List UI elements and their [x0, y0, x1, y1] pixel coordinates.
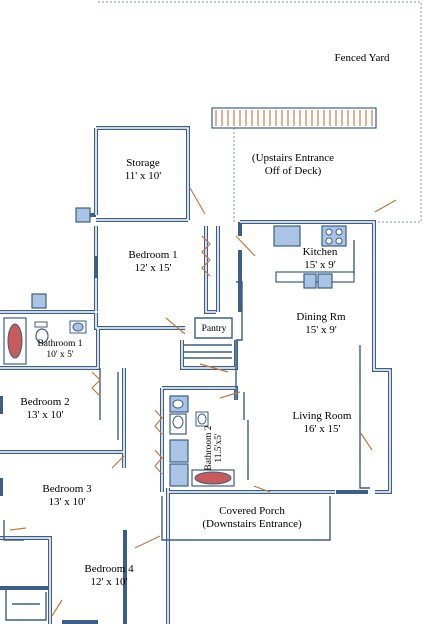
- bedroom-2-label: Bedroom 2 13' x 10': [8, 396, 82, 421]
- storage-label: Storage 11' x 10': [108, 157, 178, 182]
- bedroom-3-label: Bedroom 3 13' x 10': [30, 483, 104, 508]
- bedroom-1-size: 12' x 15': [134, 261, 172, 274]
- bedroom-2-size: 13' x 10': [26, 408, 64, 421]
- bathroom-2-size: 11.5'x5': [214, 433, 225, 463]
- bathroom-1-size: 10' x 5': [46, 349, 74, 360]
- covered-porch-label: Covered Porch (Downstairs Entrance): [190, 505, 314, 530]
- upstairs-entrance-line-1: (Upstairs Entrance: [251, 152, 335, 164]
- bedroom-2-name: Bedroom 2: [20, 396, 70, 408]
- bedroom-4-label: Bedroom 4 12' x 10': [72, 563, 146, 588]
- bedroom-3-name: Bedroom 3: [42, 483, 92, 495]
- walls: [0, 126, 392, 624]
- bedroom-4-name: Bedroom 4: [84, 563, 134, 575]
- dining-room-size: 15' x 9': [305, 323, 337, 336]
- fenced-yard-label: Fenced Yard: [334, 52, 390, 64]
- living-room-label: Living Room 16' x 15': [282, 410, 362, 435]
- upstairs-entrance-line-2: Off of Deck): [264, 164, 322, 177]
- upstairs-entrance-label: (Upstairs Entrance Off of Deck): [238, 152, 348, 177]
- bedroom-3-size: 13' x 10': [48, 495, 86, 508]
- storage-name: Storage: [126, 157, 160, 169]
- dining-room-label: Dining Rm 15' x 9': [285, 311, 357, 336]
- bathroom-2-label: Bathroom 2 11.5'x5': [204, 416, 228, 480]
- covered-porch-line-2: (Downstairs Entrance): [202, 517, 302, 530]
- fixtures: [3, 207, 355, 487]
- kitchen-size: 15' x 9': [304, 258, 336, 271]
- bedroom-1-name: Bedroom 1: [128, 249, 178, 261]
- storage-size: 11' x 10': [124, 169, 162, 182]
- door-swings: [9, 187, 397, 617]
- bathroom-1-label: Bathroom 1 10' x 5': [30, 339, 90, 361]
- deck: [211, 107, 377, 129]
- living-room-size: 16' x 15': [303, 422, 341, 435]
- fence-line: [98, 1, 422, 223]
- bedroom-1-label: Bedroom 1 12' x 15': [115, 249, 191, 274]
- bathroom-2-name: Bathroom 2: [204, 425, 214, 471]
- bathroom-1-name: Bathroom 1: [37, 339, 83, 349]
- kitchen-name: Kitchen: [302, 246, 338, 258]
- bedroom-4-size: 12' x 10': [90, 575, 128, 588]
- living-room-name: Living Room: [292, 410, 352, 422]
- covered-porch-line-1: Covered Porch: [219, 505, 285, 517]
- dining-room-name: Dining Rm: [296, 311, 346, 323]
- pantry-label: Pantry: [201, 324, 227, 334]
- kitchen-label: Kitchen 15' x 9': [290, 246, 350, 271]
